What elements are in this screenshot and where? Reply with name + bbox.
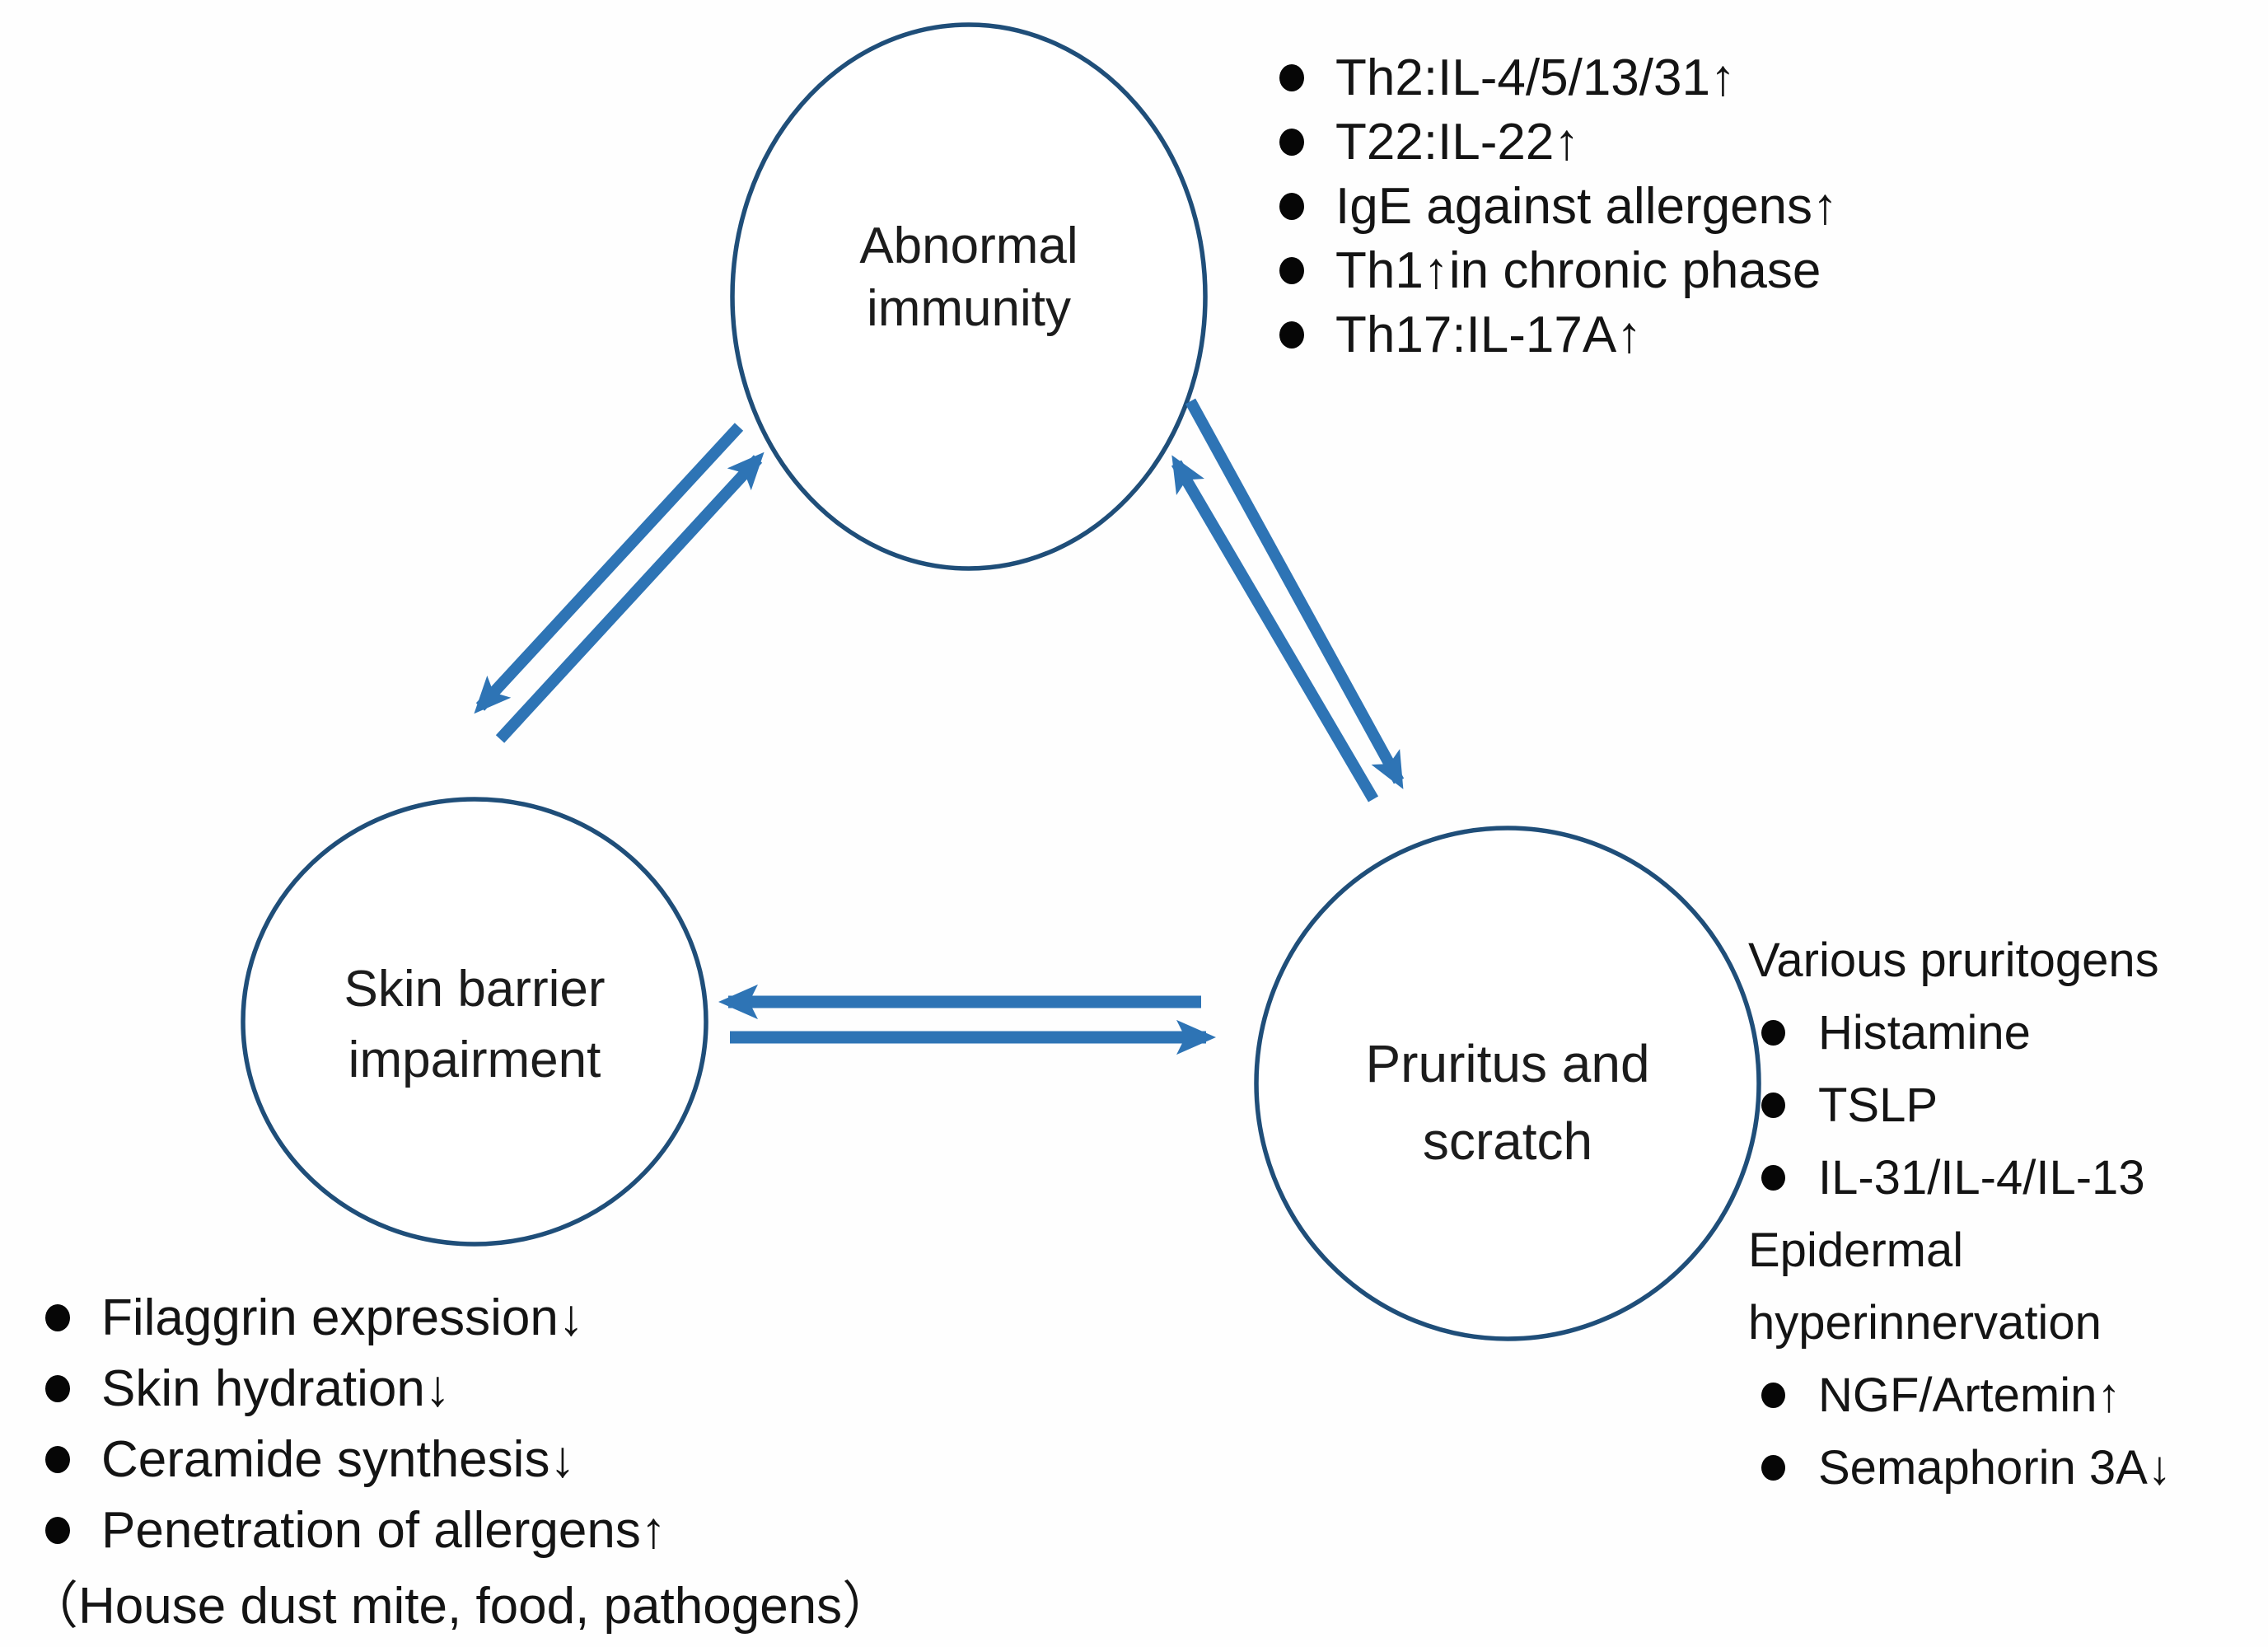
skin-barrier-node-label: Skin barrier impairment [269, 954, 680, 1096]
immunity-circle [730, 22, 1208, 571]
bullet-icon [1279, 63, 1304, 91]
list-item-text: T22:IL-22↑ [1335, 113, 1580, 171]
skin-label-line2: impairment [348, 1032, 601, 1088]
list-item-text: Skin hydration↓ [101, 1359, 451, 1417]
list-item: Filaggrin expression↓ [45, 1282, 893, 1353]
list-note: （House dust mite, food, pathogens） [27, 1565, 893, 1636]
list-heading-text: Epidermal [1748, 1223, 1964, 1277]
arrow-pruritus-to-immunity [1171, 455, 1379, 802]
bullet-icon [1761, 1454, 1785, 1481]
bullet-icon [1761, 1164, 1785, 1191]
list-item: IL-31/IL-4/IL-13 [1748, 1141, 2172, 1214]
list-heading-text: Various pruritogens [1748, 933, 2159, 987]
list-heading: Epidermal [1748, 1214, 2172, 1286]
skin-label-line1: Skin barrier [344, 961, 606, 1018]
list-heading: Various pruritogens [1748, 924, 2172, 996]
bullet-icon [1279, 256, 1304, 284]
list-item: Th2:IL-4/5/13/31↑ [1279, 45, 1838, 110]
bullet-icon [1279, 321, 1304, 349]
list-item-text: Semaphorin 3A↓ [1818, 1440, 2172, 1495]
list-item: Semaphorin 3A↓ [1748, 1431, 2172, 1504]
list-item: Ceramide synthesis↓ [45, 1424, 893, 1495]
list-item: Histamine [1748, 996, 2172, 1069]
list-note-text: （House dust mite, food, pathogens） [27, 1578, 894, 1635]
list-item-text: IL-31/IL-4/IL-13 [1818, 1150, 2145, 1205]
bullet-icon [45, 1303, 70, 1331]
bullet-icon [45, 1374, 70, 1402]
arrow-immunity-to-skin [474, 423, 744, 714]
bullet-icon [1761, 1019, 1785, 1046]
pruritus-circle [1254, 826, 1761, 1341]
skin-barrier-circle [241, 797, 708, 1247]
immunity-label-line1: Abnormal [859, 218, 1078, 274]
list-item: Th1↑in chronic phase [1279, 238, 1838, 302]
list-item-text: TSLP [1818, 1078, 1938, 1132]
list-item-text: IgE against allergens↑ [1335, 177, 1839, 235]
list-item-text: Penetration of allergens↑ [101, 1501, 666, 1559]
arrow-immunity-to-pruritus [1185, 398, 1405, 789]
list-item: IgE against allergens↑ [1279, 174, 1838, 238]
skin-barrier-findings-list: Filaggrin expression↓ Skin hydration↓ Ce… [27, 1282, 893, 1636]
list-item: T22:IL-22↑ [1279, 110, 1838, 174]
bullet-icon [1279, 192, 1304, 220]
pruritus-label-line1: Pruritus and [1365, 1034, 1650, 1093]
list-item-text: Ceramide synthesis↓ [101, 1430, 576, 1488]
list-item: Skin hydration↓ [45, 1353, 893, 1424]
bullet-icon [1761, 1382, 1785, 1408]
bullet-icon [1761, 1092, 1785, 1118]
arrow-skin-to-immunity [495, 452, 765, 743]
list-item-text: Filaggrin expression↓ [101, 1289, 584, 1346]
list-item-text: Th1↑in chronic phase [1335, 241, 1821, 299]
list-item: Penetration of allergens↑ [45, 1495, 893, 1565]
list-item: TSLP [1748, 1069, 2172, 1141]
pruritus-node-label: Pruritus and scratch [1302, 1025, 1714, 1180]
list-item-text: NGF/Artemin↑ [1818, 1368, 2121, 1422]
bullet-icon [1279, 128, 1304, 156]
immunity-label-line2: immunity [866, 280, 1072, 337]
list-item: NGF/Artemin↑ [1748, 1359, 2172, 1431]
immunity-node-label: Abnormal immunity [763, 215, 1175, 340]
list-heading-text: hyperinnervation [1748, 1295, 2102, 1350]
list-item-text: Th17:IL-17A↑ [1335, 306, 1643, 363]
list-item: Th17:IL-17A↑ [1279, 302, 1838, 367]
immunity-findings-list: Th2:IL-4/5/13/31↑ T22:IL-22↑ IgE against… [1279, 45, 1838, 367]
pruritus-label-line2: scratch [1422, 1111, 1593, 1171]
list-heading: hyperinnervation [1748, 1286, 2172, 1359]
list-item-text: Th2:IL-4/5/13/31↑ [1335, 49, 1736, 106]
list-item-text: Histamine [1818, 1005, 2031, 1060]
bullet-icon [45, 1445, 70, 1473]
bullet-icon [45, 1516, 70, 1544]
pruritus-findings-list: Various pruritogens Histamine TSLP IL-31… [1748, 924, 2172, 1504]
